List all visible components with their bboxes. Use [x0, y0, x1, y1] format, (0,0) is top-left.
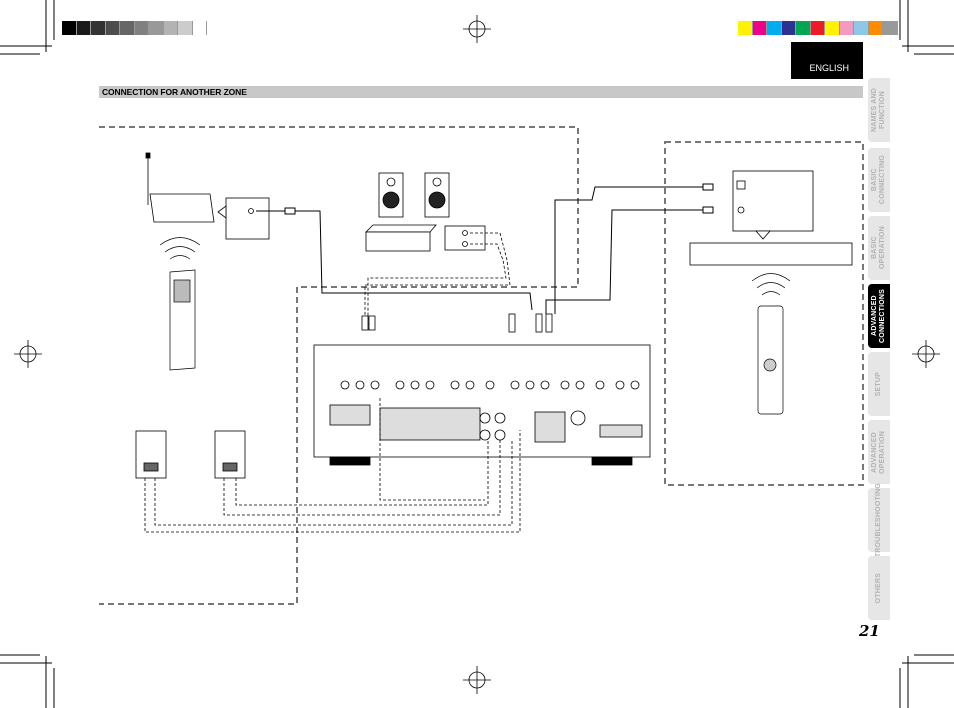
zone3-speakers	[135, 430, 246, 479]
wireless-signal-icon-right	[751, 273, 791, 296]
grayscale-registration-bar	[62, 21, 207, 35]
rca-plugs	[361, 313, 553, 333]
amp-cable	[364, 232, 511, 330]
color-swatch	[825, 21, 840, 35]
side-tab-names-and-function[interactable]: NAMES AND FUNCTION	[868, 78, 890, 142]
color-swatch	[781, 21, 796, 35]
gray-swatch	[178, 21, 193, 35]
tuner-cable	[256, 207, 533, 311]
antenna-tuner	[145, 152, 270, 240]
zone2-speakers-amp	[365, 172, 486, 252]
registration-targets	[14, 15, 940, 694]
side-tab-setup[interactable]: SETUP	[868, 352, 890, 416]
side-tab-advanced-operation[interactable]: ADVANCED OPERATION	[868, 420, 890, 484]
color-swatch	[883, 21, 898, 35]
color-swatch	[767, 21, 782, 35]
gray-swatch	[76, 21, 91, 35]
section-header: CONNECTION FOR ANOTHER ZONE	[99, 86, 863, 98]
page-number: 21	[859, 622, 880, 640]
speaker-cables	[144, 398, 521, 533]
color-swatch	[854, 21, 869, 35]
zone2-cables	[545, 183, 714, 314]
gray-swatch	[91, 21, 106, 35]
color-swatch	[839, 21, 854, 35]
color-swatch	[738, 21, 753, 35]
language-label: ENGLISH	[809, 63, 849, 73]
gray-swatch	[134, 21, 149, 35]
gray-swatch	[105, 21, 120, 35]
remote-control-left	[169, 269, 196, 371]
color-swatch	[810, 21, 825, 35]
side-tab-basic-operation[interactable]: BASIC OPERATION	[868, 216, 890, 280]
section-title: CONNECTION FOR ANOTHER ZONE	[102, 87, 247, 97]
side-tab-others[interactable]: OTHERS	[868, 556, 890, 620]
zone-boundaries	[99, 126, 864, 605]
language-tab: ENGLISH	[791, 42, 863, 79]
color-swatch	[868, 21, 883, 35]
color-swatch	[796, 21, 811, 35]
color-registration-bar	[738, 21, 898, 35]
side-tab-basic-connecting[interactable]: BASIC CONNECTING	[868, 148, 890, 212]
side-tab-advanced-connections[interactable]: ADVANCED CONNECTIONS	[868, 284, 890, 348]
side-tab-troubleshooting[interactable]: TROUBLESHOOTING	[868, 483, 890, 557]
zone2-tv	[689, 170, 853, 266]
gray-swatch	[163, 21, 178, 35]
wireless-signal-icon	[159, 237, 201, 260]
gray-swatch	[192, 21, 207, 35]
color-swatch	[752, 21, 767, 35]
gray-swatch	[120, 21, 135, 35]
remote-control-right	[757, 305, 784, 415]
av-receiver-back-panel	[313, 344, 651, 466]
gray-swatch	[62, 21, 77, 35]
gray-swatch	[149, 21, 164, 35]
